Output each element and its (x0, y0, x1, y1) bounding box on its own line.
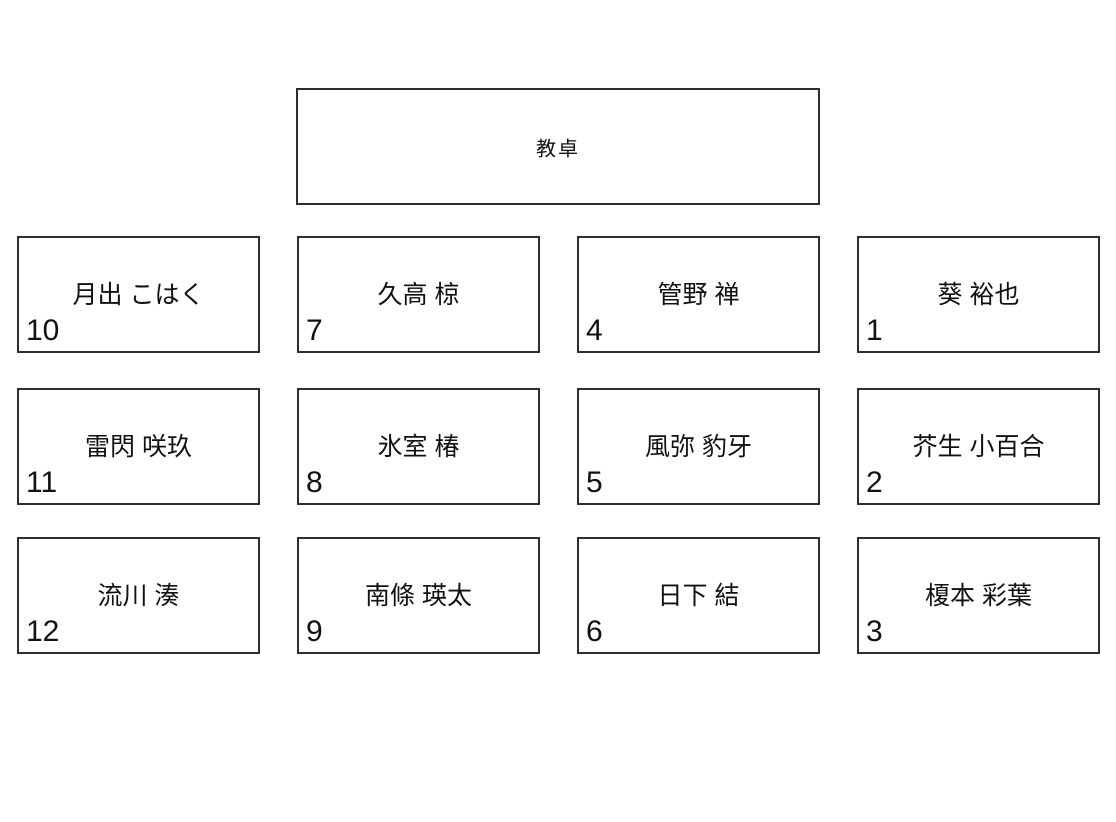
desk-seat-6: 日下 結 6 (577, 537, 820, 654)
desk-seat-7: 久高 椋 7 (297, 236, 540, 353)
desk-seat-5: 風弥 豹牙 5 (577, 388, 820, 505)
desk-seat-11: 雷閃 咲玖 11 (17, 388, 260, 505)
seat-number: 10 (26, 314, 60, 347)
seat-number: 5 (586, 466, 603, 499)
seat-number: 3 (866, 615, 883, 648)
desk-seat-2: 芥生 小百合 2 (857, 388, 1100, 505)
student-name: 氷室 椿 (377, 432, 460, 461)
desk-seat-12: 流川 湊 12 (17, 537, 260, 654)
student-name: 久高 椋 (377, 280, 460, 309)
teacher-desk: 教卓 (296, 88, 820, 205)
seat-number: 9 (306, 615, 323, 648)
student-name: 雷閃 咲玖 (85, 432, 192, 461)
student-name: 月出 こはく (72, 280, 205, 309)
student-name: 管野 禅 (657, 280, 740, 309)
seat-number: 2 (866, 466, 883, 499)
desk-seat-10: 月出 こはく 10 (17, 236, 260, 353)
student-name: 日下 結 (657, 581, 740, 610)
desk-seat-8: 氷室 椿 8 (297, 388, 540, 505)
seat-number: 11 (26, 466, 58, 499)
seat-number: 8 (306, 466, 323, 499)
student-name: 風弥 豹牙 (645, 432, 752, 461)
student-name: 流川 湊 (97, 581, 180, 610)
seat-number: 6 (586, 615, 603, 648)
desk-seat-1: 葵 裕也 1 (857, 236, 1100, 353)
desk-seat-9: 南條 瑛太 9 (297, 537, 540, 654)
desk-seat-3: 榎本 彩葉 3 (857, 537, 1100, 654)
student-name: 葵 裕也 (937, 280, 1020, 309)
student-name: 榎本 彩葉 (925, 581, 1032, 610)
student-name: 芥生 小百合 (912, 432, 1045, 461)
seat-number: 1 (866, 314, 883, 347)
seat-number: 4 (586, 314, 603, 347)
seat-number: 7 (306, 314, 323, 347)
desk-seat-4: 管野 禅 4 (577, 236, 820, 353)
seat-number: 12 (26, 615, 60, 648)
teacher-desk-label: 教卓 (536, 138, 580, 160)
student-name: 南條 瑛太 (365, 581, 472, 610)
